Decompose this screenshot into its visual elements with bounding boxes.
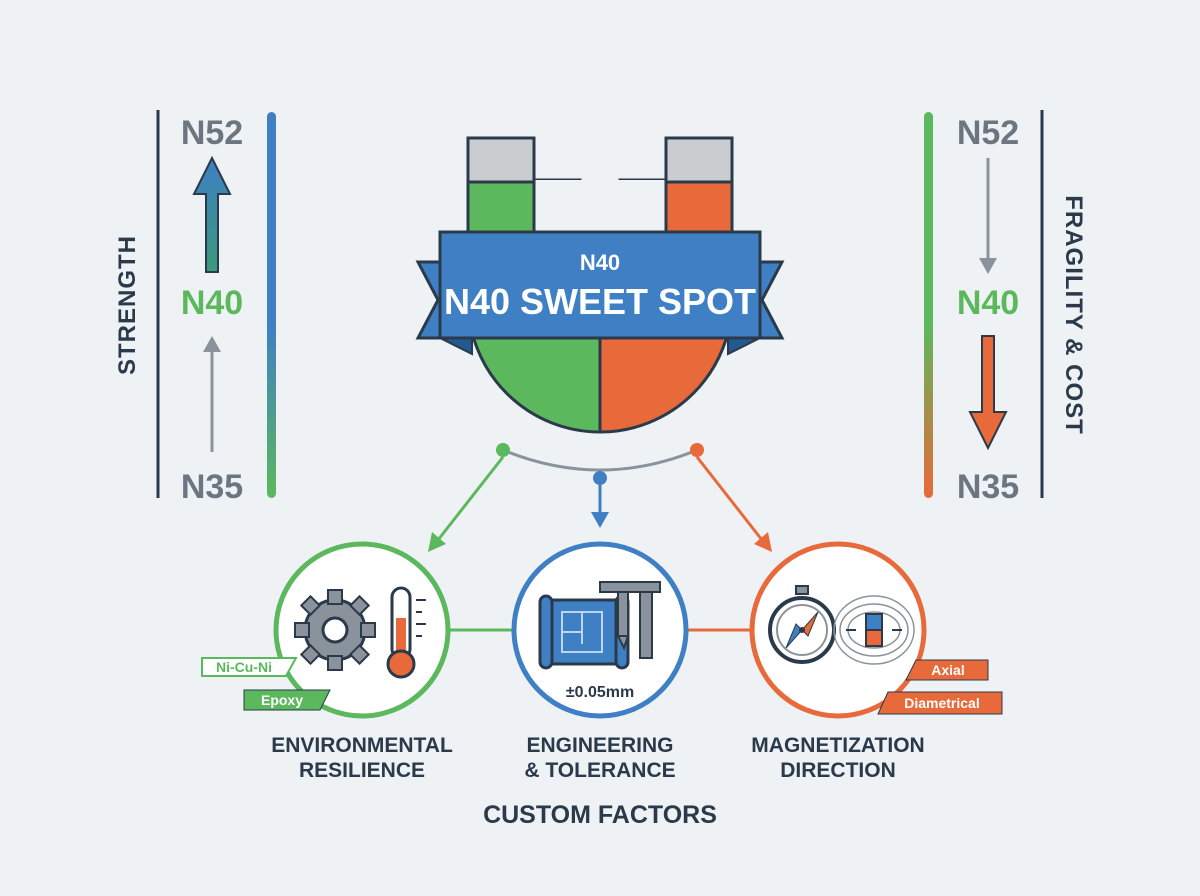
magnetization-direction-factor: Axial Diametrical MAGNETIZATION DIRECTIO… — [749, 541, 1003, 782]
direction-tag-axial: Axial — [905, 659, 989, 681]
left-grade-top: N52 — [181, 114, 243, 152]
fragility-axis-label: FRAGILITY & COST — [1060, 195, 1087, 435]
direction-tag-diametrical: Diametrical — [877, 691, 1003, 715]
direction-tag-diametrical-label: Diametrical — [904, 695, 979, 711]
right-grade-bottom: N35 — [957, 468, 1019, 506]
connector-node-green — [496, 443, 510, 457]
magnet-pole-cap-right — [664, 136, 734, 184]
left-grade-bottom: N35 — [181, 468, 243, 506]
tolerance-value: ±0.05mm — [566, 684, 634, 701]
sweet-spot-banner: N40 N40 SWEET SPOT — [415, 230, 785, 356]
right-grade-middle: N40 — [957, 284, 1019, 322]
connector-arc — [502, 448, 698, 472]
thermometer-icon — [386, 586, 426, 679]
connector-node-orange — [690, 443, 704, 457]
engineering-tolerance-factor: ±0.05mm ENGINEERING & TOLERANCE — [511, 541, 689, 782]
arrow-to-environmental — [436, 456, 505, 541]
coating-tag-nicuni: Ni-Cu-Ni — [201, 657, 298, 677]
magnetization-title-line1: MAGNETIZATION — [751, 734, 924, 757]
arrow-to-magnetization — [695, 456, 764, 541]
fragility-down-arrow-icon — [968, 335, 1008, 451]
left-grade-middle: N40 — [181, 284, 243, 322]
fragility-gradient-bar — [924, 112, 933, 498]
compass-icon — [768, 585, 836, 664]
coating-tag-nicuni-label: Ni-Cu-Ni — [216, 659, 272, 675]
thin-up-arrow-icon — [203, 336, 221, 452]
strength-up-arrow-icon — [192, 155, 232, 273]
custom-factors-footer: CUSTOM FACTORS — [483, 801, 717, 829]
coating-tag-epoxy: Epoxy — [243, 689, 331, 711]
thin-down-arrow-icon — [979, 158, 997, 274]
blueprint-icon — [538, 594, 630, 670]
caliper-icon — [599, 581, 661, 659]
right-fragility-scale: FRAGILITY & COST N52 N40 N35 — [924, 110, 1087, 506]
strength-axis-label: STRENGTH — [114, 235, 141, 375]
right-grade-top: N52 — [957, 114, 1019, 152]
coating-tag-epoxy-label: Epoxy — [261, 692, 303, 708]
banner-small-label: N40 — [580, 250, 620, 275]
connector-arrows — [428, 443, 772, 552]
environmental-resilience-factor: Ni-Cu-Ni Epoxy ENVIRONMENTAL RESILIENCE — [201, 541, 453, 782]
direction-tag-axial-label: Axial — [931, 662, 964, 678]
connector-node-blue — [593, 471, 607, 485]
gear-icon — [294, 589, 376, 671]
left-strength-scale: STRENGTH N52 N40 N35 — [114, 110, 276, 506]
strength-gradient-bar — [267, 112, 276, 498]
magnetization-title-line2: DIRECTION — [780, 759, 896, 782]
engineering-title-line1: ENGINEERING — [526, 734, 673, 757]
engineering-title-line2: & TOLERANCE — [524, 759, 675, 782]
magnetic-field-icon — [833, 595, 915, 665]
banner-ribbon — [438, 230, 762, 340]
magnet-pole-cap-left — [466, 136, 536, 184]
environmental-title-line2: RESILIENCE — [299, 759, 425, 782]
environmental-title-line1: ENVIRONMENTAL — [271, 734, 453, 757]
banner-title: N40 SWEET SPOT — [444, 281, 756, 322]
